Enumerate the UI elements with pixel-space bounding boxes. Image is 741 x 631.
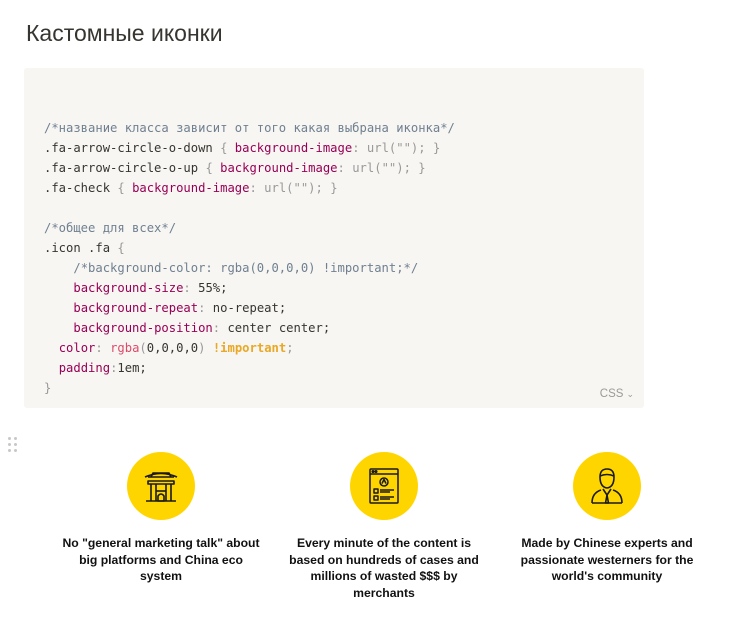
code-token: .fa-check xyxy=(44,181,118,195)
code-line: background-position: center center; xyxy=(44,318,455,338)
code-line: /*название класса зависит от того какая … xyxy=(44,118,455,138)
code-token xyxy=(205,341,212,355)
code-token: ; xyxy=(286,341,294,355)
web-document-icon xyxy=(369,468,399,504)
code-token: background-size xyxy=(73,281,184,295)
code-token: : xyxy=(110,361,118,375)
code-token: .fa-arrow-circle-o-down xyxy=(44,141,221,155)
feature-icon-badge xyxy=(127,452,195,520)
code-token: .icon .fa xyxy=(44,241,118,255)
code-line: .icon .fa { xyxy=(44,238,455,258)
code-token: padding xyxy=(58,361,111,375)
code-token: background-position xyxy=(73,321,213,335)
feature-card: No "general marketing talk" about big pl… xyxy=(61,452,261,585)
code-token: } xyxy=(418,161,426,175)
drag-handle-icon[interactable] xyxy=(8,437,18,453)
code-token: /*общее для всех*/ xyxy=(44,221,177,235)
code-token: !important xyxy=(212,341,287,355)
code-line xyxy=(44,98,455,118)
feature-icon-badge xyxy=(573,452,641,520)
code-token: { xyxy=(205,161,213,175)
code-line: .fa-check { background-image: url(""); } xyxy=(44,178,455,198)
code-token: background-image xyxy=(132,181,250,195)
code-token xyxy=(125,181,132,195)
code-token: ) xyxy=(198,341,206,355)
code-line: } xyxy=(44,378,455,398)
code-token: url(""); xyxy=(264,181,323,195)
code-line: /*общее для всех*/ xyxy=(44,218,455,238)
code-token xyxy=(360,141,367,155)
code-line: background-size: 55%; xyxy=(44,278,455,298)
feature-caption: Made by Chinese experts and passionate w… xyxy=(520,536,694,583)
code-token: url(""); xyxy=(352,161,411,175)
code-token: url(""); xyxy=(366,141,426,155)
code-token: : xyxy=(212,321,221,335)
chinese-gate-icon xyxy=(144,472,178,502)
code-token xyxy=(426,141,433,155)
code-line: /*background-color: rgba(0,0,0,0) !impor… xyxy=(44,258,455,278)
code-token: : xyxy=(337,161,345,175)
code-token: background-repeat xyxy=(73,301,199,315)
code-token: 1em; xyxy=(117,361,147,375)
code-line: color: rgba(0,0,0,0) !important; xyxy=(44,338,455,358)
code-line: padding:1em; xyxy=(44,358,455,378)
code-token xyxy=(44,361,59,375)
code-token xyxy=(44,281,73,295)
code-token xyxy=(44,321,73,335)
businessman-icon xyxy=(591,468,623,504)
code-token: /*название класса зависит от того какая … xyxy=(44,121,455,135)
code-token: 0,0,0,0 xyxy=(146,341,199,355)
code-token: } xyxy=(432,141,441,155)
code-token: } xyxy=(44,381,52,395)
code-line: background-repeat: no-repeat; xyxy=(44,298,455,318)
code-token xyxy=(103,341,110,355)
feature-card: Made by Chinese experts and passionate w… xyxy=(507,452,707,585)
chevron-down-icon: ⌄ xyxy=(626,389,634,399)
code-token: : xyxy=(95,341,103,355)
code-line: .fa-arrow-circle-o-up { background-image… xyxy=(44,158,455,178)
code-token: : xyxy=(198,301,206,315)
code-block[interactable]: /*название класса зависит от того какая … xyxy=(24,68,644,408)
code-token: color xyxy=(58,341,96,355)
code-token xyxy=(44,301,73,315)
code-token: { xyxy=(117,181,125,195)
code-token: 55%; xyxy=(190,281,228,295)
feature-caption: No "general marketing talk" about big pl… xyxy=(62,536,260,583)
code-token: background-image xyxy=(220,161,338,175)
code-token: ( xyxy=(139,341,147,355)
code-token: background-image xyxy=(234,141,353,155)
code-token: /*background-color: rgba(0,0,0,0) !impor… xyxy=(73,261,419,275)
code-token: .fa-arrow-circle-o-up xyxy=(44,161,206,175)
code-token: : xyxy=(249,181,257,195)
code-token xyxy=(44,341,59,355)
code-token xyxy=(227,141,234,155)
code-token: : xyxy=(183,281,191,295)
page-title: Кастомные иконки xyxy=(26,20,223,46)
code-token: no-repeat; xyxy=(205,301,287,315)
feature-caption: Every minute of the content is based on … xyxy=(289,536,479,600)
code-language-label: CSS xyxy=(599,388,624,400)
code-token: { xyxy=(220,141,228,155)
code-token: } xyxy=(330,181,338,195)
code-line: .fa-arrow-circle-o-down { background-ima… xyxy=(44,138,455,158)
code-token: : xyxy=(352,141,360,155)
code-language-selector[interactable]: CSS⌄ xyxy=(600,388,634,400)
code-line xyxy=(44,198,455,218)
feature-icon-badge xyxy=(350,452,418,520)
code-token: rgba xyxy=(110,341,140,355)
code-token: { xyxy=(117,241,125,255)
code-token xyxy=(44,261,73,275)
code-content[interactable]: /*название класса зависит от того какая … xyxy=(44,98,455,398)
feature-card: Every minute of the content is based on … xyxy=(284,452,484,601)
code-token: center center; xyxy=(220,321,331,335)
